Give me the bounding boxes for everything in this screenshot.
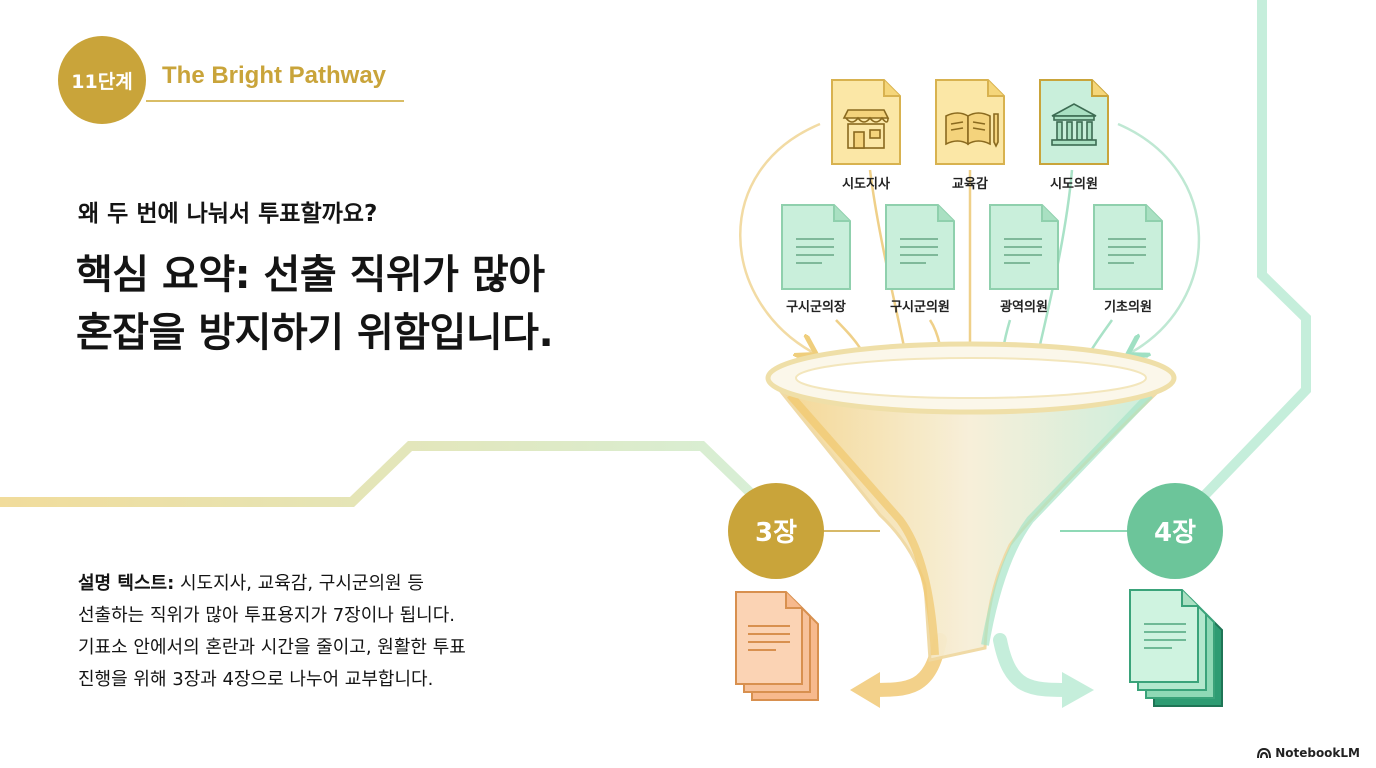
footer-brand-text: NotebookLM [1275, 746, 1360, 760]
top-doc-1 [831, 79, 901, 165]
document-icon [1004, 238, 1042, 264]
step-badge: 11단계 [58, 36, 146, 124]
footer-brand: NotebookLM [1257, 746, 1360, 760]
government-building-icon [1051, 103, 1097, 146]
headline-line-2: 혼잡을 방지하기 위함입니다. [76, 310, 554, 356]
document-icon [1108, 238, 1146, 264]
left-track-line [0, 441, 764, 507]
mid-doc-1 [781, 204, 851, 290]
description-line-1: 설명 텍스트: 시도지사, 교육감, 구시군의원 등 [78, 568, 578, 600]
mid-doc-label-3: 광역의원 [1000, 299, 1048, 315]
top-doc-label-3: 시도의원 [1050, 176, 1098, 192]
description-line-2: 선출하는 직위가 많아 투표용지가 7장이나 됩니다. [78, 605, 455, 626]
title-underline [146, 100, 404, 102]
funnel-left-stripe [786, 392, 939, 656]
description: 설명 텍스트: 시도지사, 교육감, 구시군의원 등 선출하는 직위가 많아 투… [78, 568, 578, 696]
left-count-circle [728, 483, 824, 579]
document-icon [796, 238, 834, 264]
mid-doc-label-4: 기초의원 [1104, 299, 1152, 315]
description-label: 설명 텍스트: [78, 573, 175, 594]
store-icon [842, 109, 890, 149]
top-doc-label-1: 시도지사 [842, 176, 890, 192]
mid-doc-4 [1093, 204, 1163, 290]
top-doc-3 [1039, 79, 1109, 165]
pathway-title: The Bright Pathway [162, 62, 387, 89]
funnel-opening [795, 357, 1147, 399]
book-icon [945, 112, 999, 148]
right-count-label: 4장 [1154, 518, 1196, 548]
funnel-right-stripe [981, 392, 1153, 646]
top-doc-label-2: 교육감 [952, 176, 988, 192]
left-outer-arrow [739, 122, 821, 352]
headline-line-1: 핵심 요약: 선출 직위가 많아 [76, 252, 545, 298]
document-icon [900, 238, 938, 264]
left-output-arrowhead [850, 672, 880, 708]
notebooklm-logo-icon [1257, 747, 1272, 759]
description-text-1: 시도지사, 교육감, 구시군의원 등 [174, 573, 424, 594]
mid-doc-label-1: 구시군의장 [786, 299, 846, 315]
description-line-3: 기표소 안에서의 혼란과 시간을 줄이고, 원활한 투표 [78, 637, 466, 658]
right-track-line [1201, 0, 1311, 499]
mid-doc-label-2: 구시군의원 [890, 299, 950, 315]
description-line-4: 진행을 위해 3장과 4장으로 나누어 교부합니다. [78, 669, 434, 690]
left-ballot-stack [735, 591, 819, 701]
right-output-arrow [993, 633, 1077, 697]
headline: 핵심 요약: 선출 직위가 많아 혼잡을 방지하기 위함입니다. [76, 246, 554, 362]
right-outer-arrow [1117, 122, 1201, 352]
mid-doc-3 [989, 204, 1059, 290]
question-text: 왜 두 번에 나눠서 투표할까요? [78, 201, 378, 227]
top-doc-2 [935, 79, 1005, 165]
funnel-body [766, 376, 1176, 662]
mid-doc-2 [885, 204, 955, 290]
left-count-label: 3장 [755, 518, 797, 548]
right-ballot-stack [1129, 589, 1223, 707]
right-output-arrowhead [1062, 672, 1094, 708]
right-count-circle [1127, 483, 1223, 579]
